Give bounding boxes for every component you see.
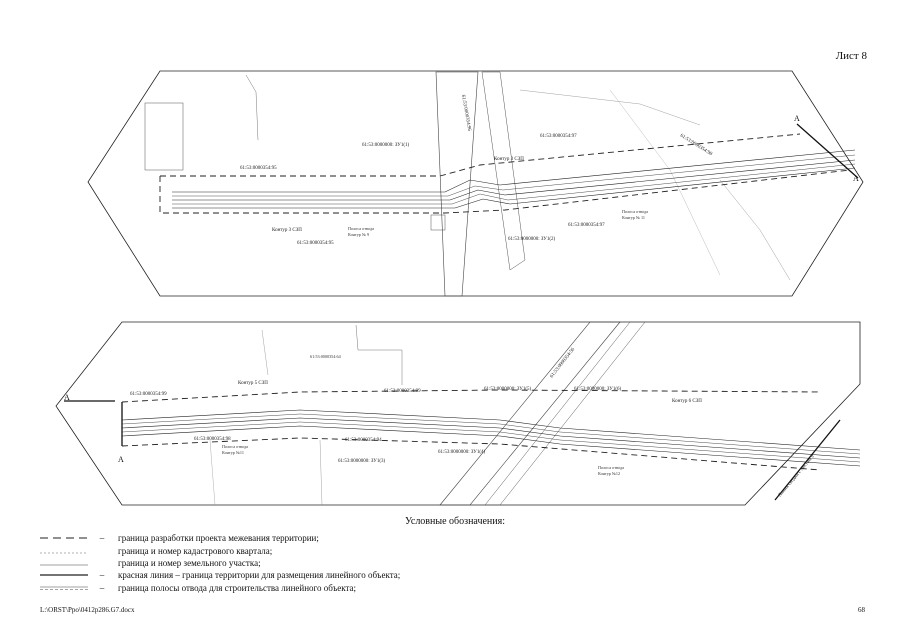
parcel-label: 61:53:0000000: ЗУ1(3) xyxy=(338,459,386,464)
sheet-number: Лист 8 xyxy=(835,50,867,62)
cadastral-quarter-label: 61:53:0000354:97 xyxy=(568,223,605,228)
crossing-road xyxy=(484,321,646,506)
legend-item: граница и номер земельного участка; xyxy=(40,557,400,569)
strip-label: Полоса отвода xyxy=(622,209,648,214)
contour-label: Контур 3 СЗП xyxy=(272,228,302,233)
legend-symbol-strip xyxy=(40,584,88,592)
parcel-label: 61:53:0000000: ЗУ1(1) xyxy=(362,143,410,148)
legend-item: – красная линия – граница территории для… xyxy=(40,569,400,581)
building-outline xyxy=(430,214,446,231)
cadastral-quarter-label: 61:53:0000354:94 xyxy=(345,438,382,443)
legend-symbol-red-line xyxy=(40,571,88,579)
strip-label: Контур № 11 xyxy=(622,215,645,220)
legend-text: граница и номер кадастрового квартала; xyxy=(118,545,273,556)
cadastral-quarter-label: 61:53:0000354:95 xyxy=(297,241,334,246)
strip-label: Полоса отвода xyxy=(348,226,374,231)
legend-symbol-parcel xyxy=(40,559,88,567)
legend: – граница разработки проекта межевания т… xyxy=(40,532,400,594)
cadastral-quarter-label: 61:53:0000354:97 xyxy=(540,134,577,139)
parcel-label: 61:53:0000000: ЗУ1(6) xyxy=(574,387,622,392)
legend-separator: – xyxy=(99,570,105,581)
contour-line xyxy=(319,439,323,506)
contour-line xyxy=(261,329,269,376)
cadastral-quarter-label: 61:53:0000354:98 xyxy=(679,133,713,157)
top-map: А А 61:53:0000354:95 61:53:0000354:97 61… xyxy=(87,70,864,297)
cadastral-quarter-label: 61:53:0000354:56 xyxy=(550,347,577,379)
section-line xyxy=(796,123,859,179)
parcel-label: 61:53:0000000: ЗУ1(4) xyxy=(438,450,486,455)
legend-title: Условные обозначения: xyxy=(405,516,506,527)
legend-text: граница и номер земельного участка; xyxy=(118,557,261,568)
cadastral-quarter-label: 61:53:0000354:98 xyxy=(194,437,231,442)
crossing-road xyxy=(481,71,526,271)
legend-symbol-quarter xyxy=(40,547,88,555)
contour-line xyxy=(355,324,403,385)
strip-label: Полоса отвода xyxy=(598,465,624,470)
cadastral-quarter-label: 61:53:0000354:99 xyxy=(384,389,421,394)
legend-text: граница полосы отвода для строительства … xyxy=(118,582,357,593)
bottom-map-frame xyxy=(55,321,861,506)
cadastral-quarter-label: 61:53:0000354:96 xyxy=(460,94,471,131)
contour-line xyxy=(609,89,721,276)
strip-label: Контур №12 xyxy=(598,471,620,476)
strip-label: Контур №11 xyxy=(222,450,244,455)
section-mark-a: А xyxy=(794,114,800,123)
legend-item: – граница полосы отвода для строительств… xyxy=(40,582,400,594)
legend-item: граница и номер кадастрового квартала; xyxy=(40,544,400,556)
parcel-label: 61:53:0000000: ЗУ1(5) xyxy=(484,387,532,392)
section-mark-a: А xyxy=(64,393,70,402)
match-line xyxy=(774,419,841,501)
contour-label: Контур 3 СЗП xyxy=(494,157,524,162)
cadastral-quarter-label: 61:53:0000354:64 xyxy=(310,354,342,359)
top-map-frame xyxy=(87,70,864,297)
strip-label: Полоса отвода xyxy=(222,444,248,449)
section-mark-a: А xyxy=(853,174,859,183)
section-mark-a: А xyxy=(118,455,124,464)
page-number: 68 xyxy=(858,606,865,614)
legend-item: – граница разработки проекта межевания т… xyxy=(40,532,400,544)
crossing-road xyxy=(439,321,621,506)
contour-line xyxy=(245,74,259,141)
corridor xyxy=(172,149,856,209)
file-path: L:\ORST\Ppo\0412p286.G7.docx xyxy=(40,606,135,614)
strip-label: Контур № 9 xyxy=(348,232,369,237)
project-boundary xyxy=(121,389,821,403)
legend-separator: – xyxy=(99,533,105,544)
crossing-road xyxy=(435,71,479,297)
cadastral-quarter-label: 61:53:0000354:99 xyxy=(130,392,167,397)
contour-label: Контур 5 СЗП xyxy=(238,381,268,386)
corridor xyxy=(121,409,861,467)
building-outline xyxy=(144,102,184,171)
bottom-map: А А 61:53:0000354:99 Контур 5 СЗП 61:53:… xyxy=(55,321,861,506)
contour-line xyxy=(519,89,701,126)
project-boundary xyxy=(159,169,851,214)
legend-text: граница разработки проекта межевания тер… xyxy=(118,533,319,544)
parcel-label: 61:53:0000000: ЗУ1(2) xyxy=(508,237,556,242)
cadastral-quarter-label: 61:53:0000354:95 xyxy=(240,166,277,171)
contour-label: Контур 6 СЗП xyxy=(672,399,702,404)
legend-text: красная линия – граница территории для р… xyxy=(118,570,401,581)
legend-symbol-dashed xyxy=(40,534,88,542)
contour-line xyxy=(209,439,216,506)
project-boundary xyxy=(160,133,801,177)
contour-line xyxy=(719,179,791,281)
legend-separator: – xyxy=(99,582,105,593)
